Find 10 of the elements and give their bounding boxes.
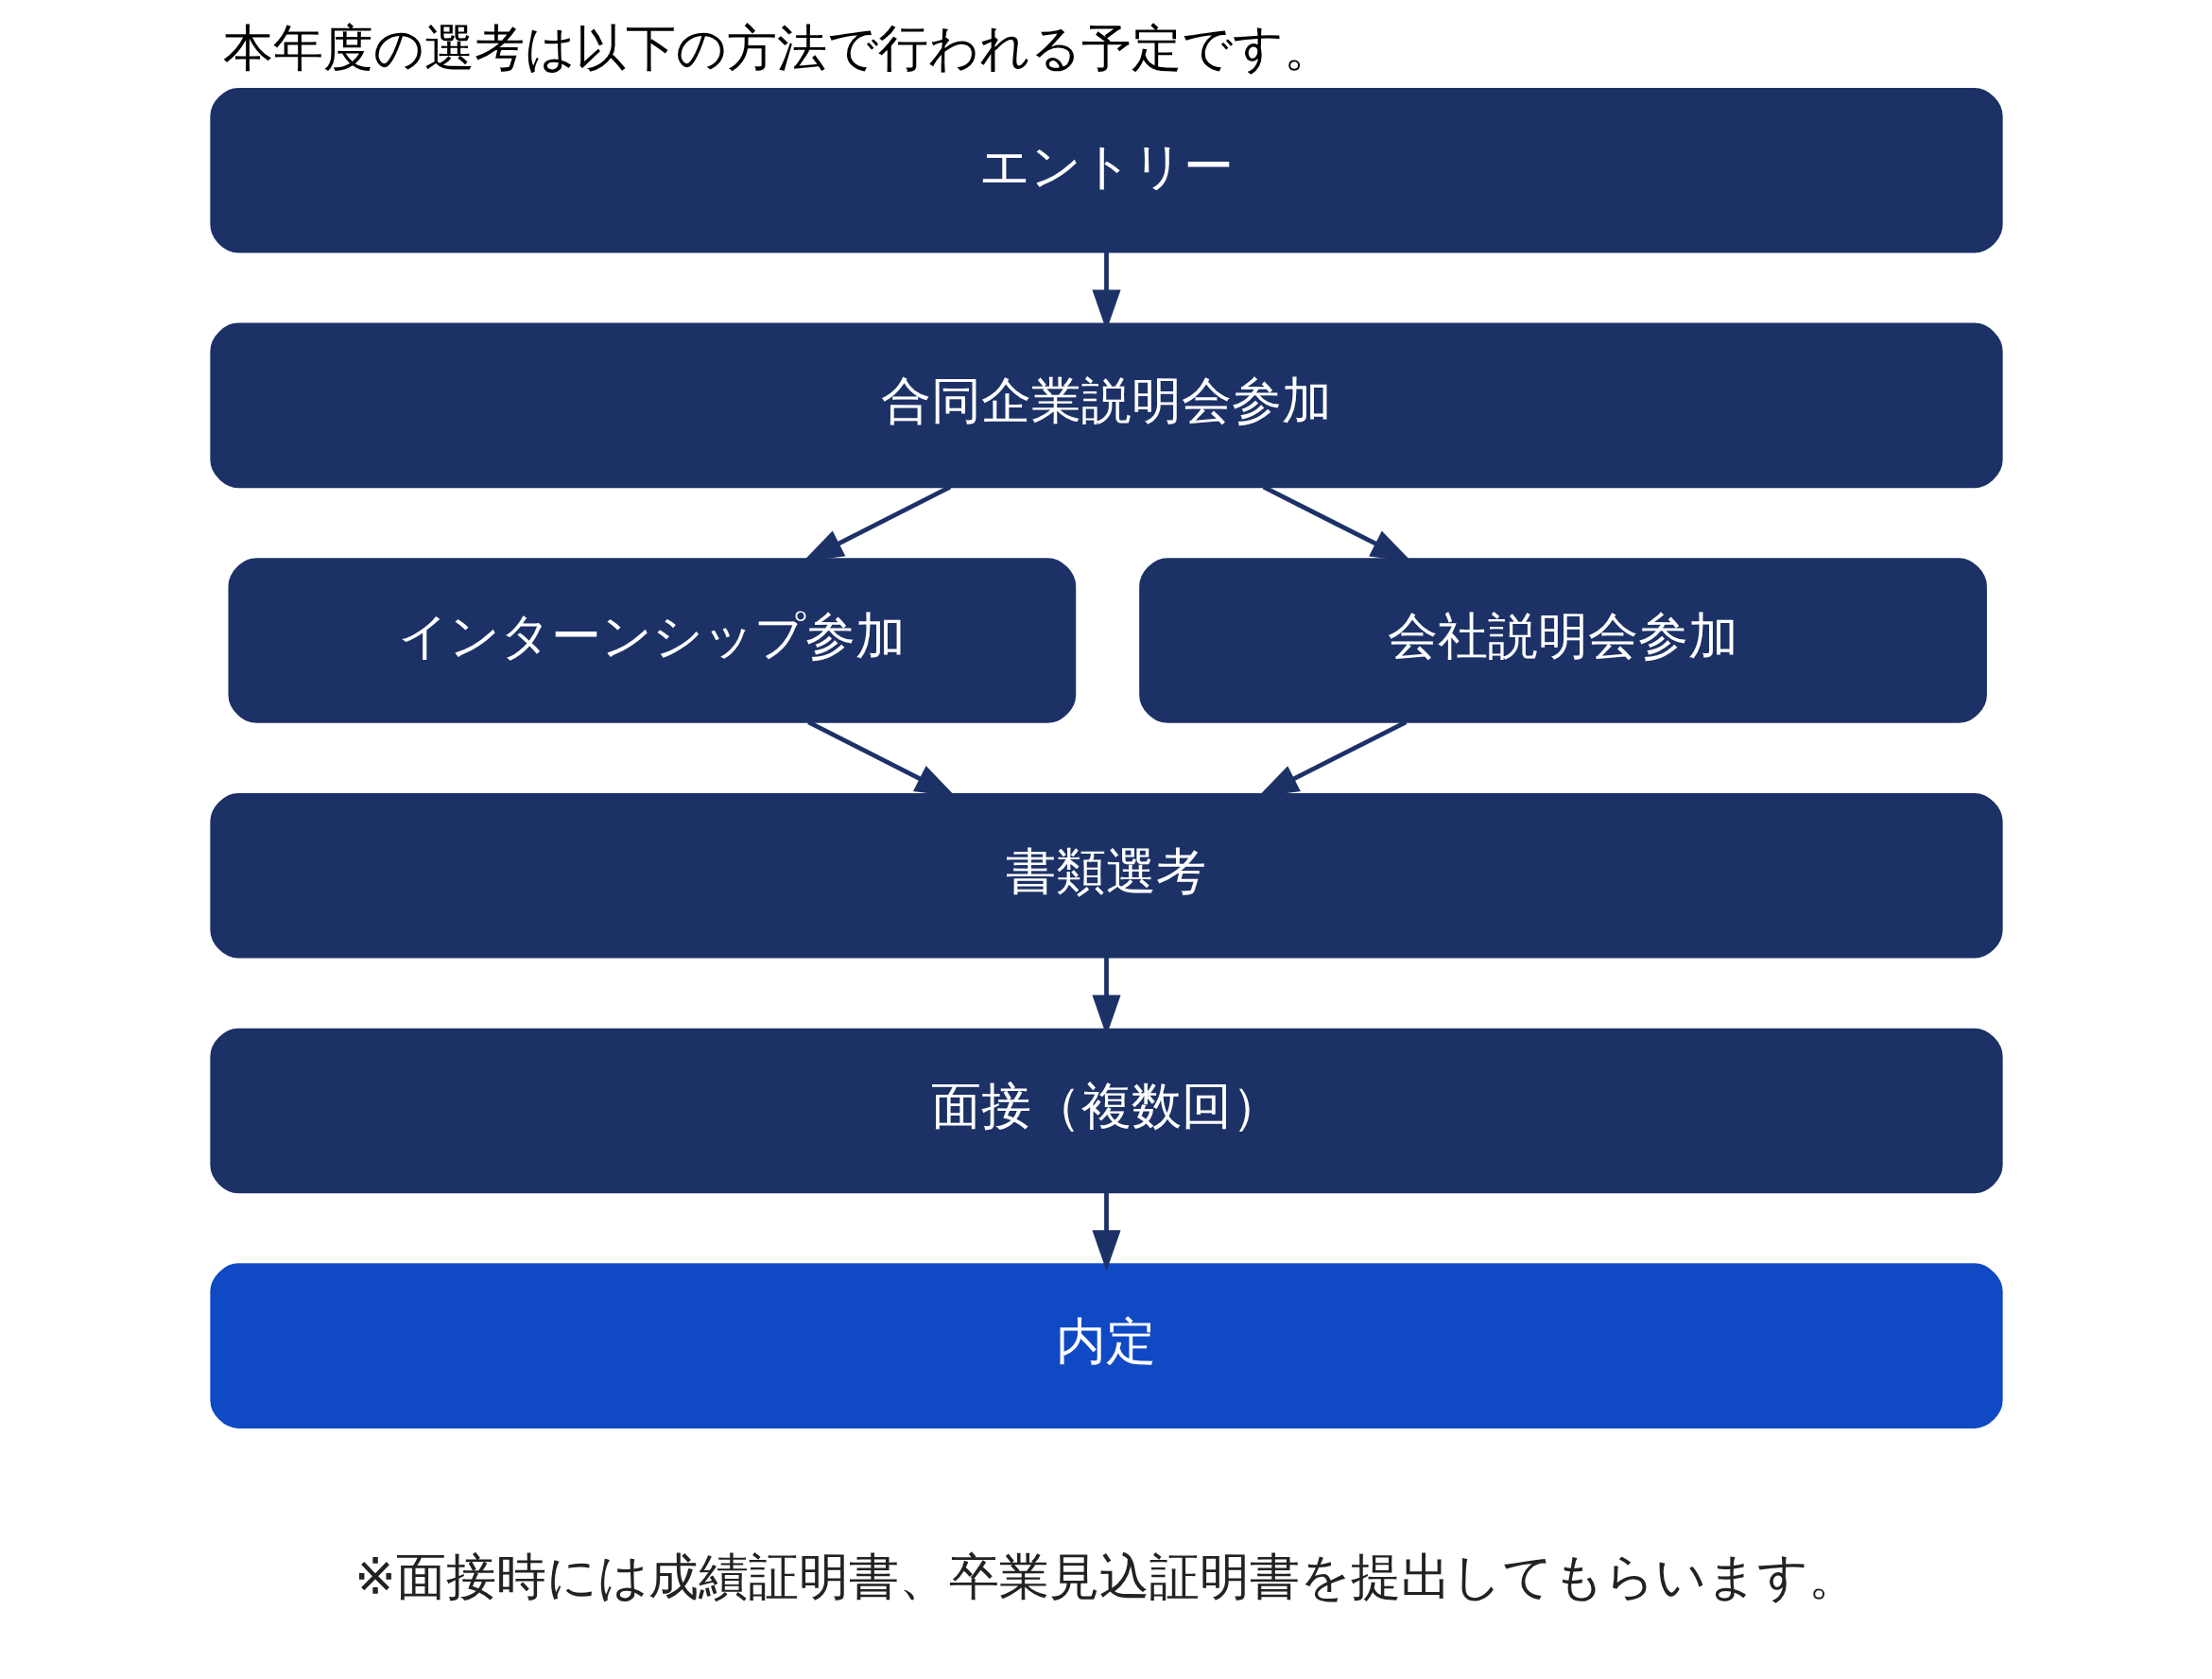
node-box: 合同企業説明会参加: [209, 322, 2003, 489]
node-box: インターンシップ参加: [228, 558, 1076, 723]
node-box: 会社説明会参加: [1138, 558, 1987, 723]
node-box: エントリー: [209, 87, 2003, 253]
node-box: 面接（複数回）: [209, 1028, 2003, 1194]
node-box: 内定: [209, 1263, 2003, 1428]
arrow: [1091, 1192, 1121, 1272]
node-box: 書類選考: [209, 792, 2003, 959]
diagram-title: 本年度の選考は以下の方法で行われる予定です。: [222, 19, 1334, 78]
label: ※面接時には成績証明書、卒業見込証明書を提出してもらいます。: [354, 1547, 1858, 1605]
